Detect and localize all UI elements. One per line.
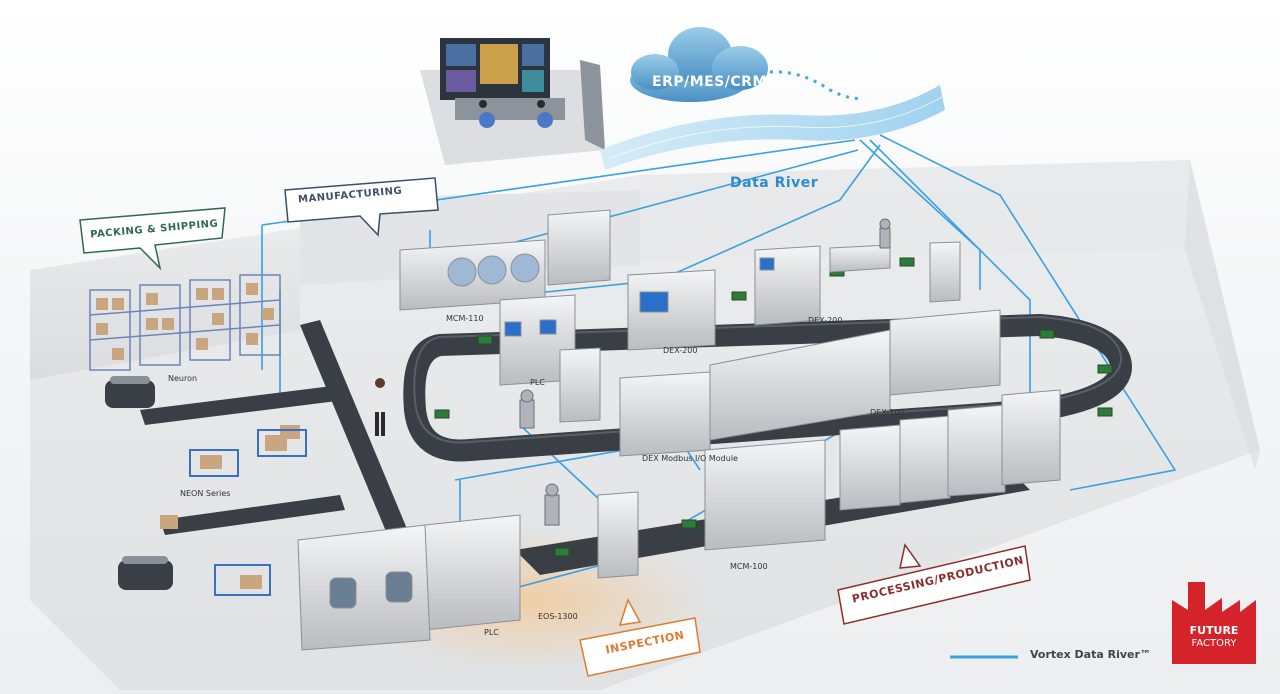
production-station bbox=[839, 424, 901, 511]
amr-robot bbox=[105, 376, 155, 408]
tag-packing-shipping bbox=[79, 207, 226, 271]
label-eos-1300: EOS-1300 bbox=[538, 612, 578, 621]
cloud-link bbox=[769, 70, 861, 100]
label-dex-200-a: DEX-200 bbox=[663, 346, 698, 355]
packing-conveyor-2 bbox=[160, 495, 345, 535]
label-mcm-110: MCM-110 bbox=[446, 314, 484, 323]
inspection-booth bbox=[297, 524, 431, 651]
dex-100-machine bbox=[889, 309, 1001, 396]
operator bbox=[479, 100, 487, 108]
operator-chair bbox=[479, 112, 495, 128]
production-station bbox=[899, 415, 951, 504]
label-neuron: Neuron bbox=[168, 374, 198, 383]
operator-chair bbox=[537, 112, 553, 128]
robot-arm bbox=[519, 389, 535, 429]
cloud-label: ERP/MES/CRM bbox=[652, 74, 767, 90]
operator bbox=[537, 100, 545, 108]
floor-markings bbox=[189, 429, 307, 596]
control-room bbox=[420, 38, 605, 165]
data-river-label: Data River bbox=[730, 175, 819, 191]
dex-200-machine bbox=[627, 269, 716, 351]
robot-arm bbox=[879, 218, 891, 249]
label-plc-top: PLC bbox=[530, 378, 545, 387]
right-wall bbox=[1185, 160, 1260, 470]
back-wall bbox=[640, 160, 1190, 260]
data-river-ribbon bbox=[600, 85, 945, 170]
tag-manufacturing bbox=[284, 177, 439, 237]
worker bbox=[374, 378, 386, 436]
tag-processing bbox=[837, 543, 1031, 625]
logo-line1: FUTURE bbox=[1189, 624, 1239, 637]
storage-racks bbox=[89, 274, 281, 371]
control-cabinet bbox=[547, 209, 611, 286]
label-dex-100: DEX-100 bbox=[870, 408, 905, 417]
side-conveyor bbox=[300, 320, 420, 565]
boxes bbox=[96, 283, 300, 589]
dex-modbus-machine bbox=[619, 371, 711, 457]
legend-label: Vortex Data River™ bbox=[1030, 648, 1151, 661]
future-factory-logo bbox=[1172, 582, 1256, 664]
cloud-icon bbox=[630, 27, 768, 102]
eos-1300-machine bbox=[424, 514, 521, 631]
label-neon-series: NEON Series bbox=[180, 489, 231, 498]
logo-line2: FACTORY bbox=[1191, 638, 1237, 649]
label-dex-modbus: DEX Modbus I/O Module bbox=[642, 454, 738, 463]
robot-arm bbox=[544, 483, 560, 526]
amr-robot bbox=[118, 556, 173, 590]
machines bbox=[297, 209, 1061, 651]
label-plc-bottom: PLC bbox=[484, 628, 499, 637]
left-wall bbox=[30, 230, 300, 380]
label-dex-200-b: DEX-200 bbox=[808, 316, 843, 325]
packing-conveyor bbox=[140, 385, 345, 425]
mcm-100-machine bbox=[704, 439, 826, 551]
label-mcm-100: MCM-100 bbox=[730, 562, 768, 571]
production-station bbox=[1001, 389, 1061, 486]
tag-inspection bbox=[579, 598, 701, 677]
production-station bbox=[947, 404, 1006, 497]
